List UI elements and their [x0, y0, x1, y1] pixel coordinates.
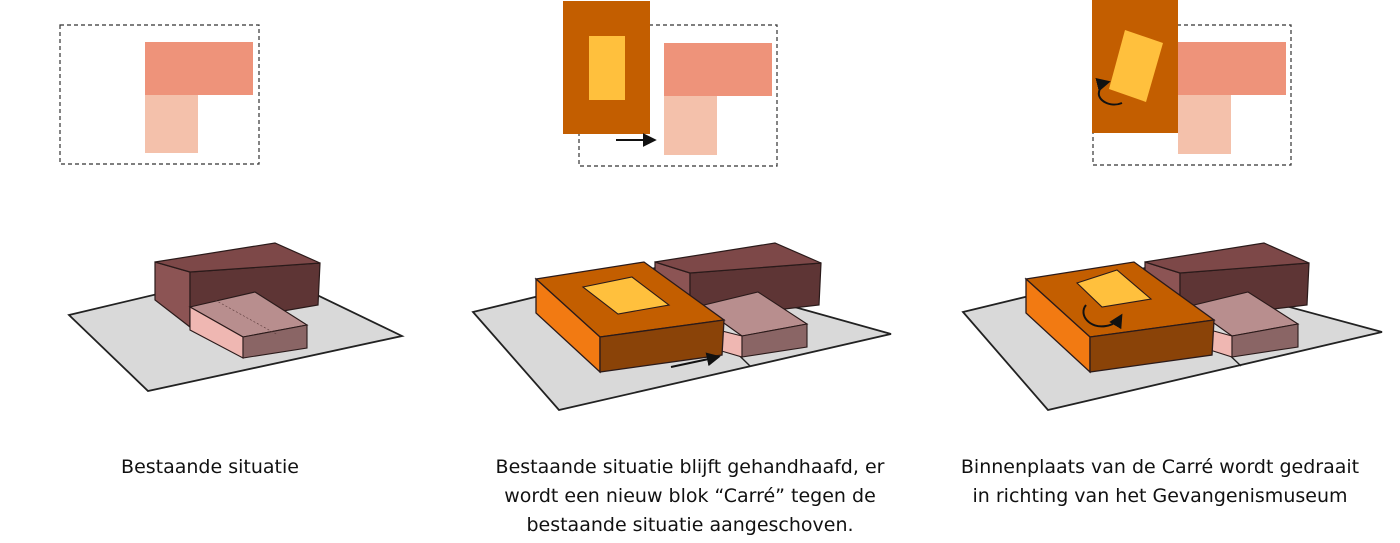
- courtyard-opening: [581, 276, 671, 315]
- courtyard-opening: [1075, 269, 1153, 308]
- courtyard-plan: [1109, 30, 1163, 102]
- existing-main-block-top: [1144, 242, 1310, 274]
- existing-main-block-top: [654, 242, 822, 274]
- caption-line: in richting van het Gevangenismuseum: [972, 485, 1348, 507]
- caption-line: Bestaande situatie blijft gehandhaafd, e…: [495, 456, 885, 478]
- model-existing: [67, 242, 405, 392]
- caption-existing: Bestaande situatie: [40, 453, 380, 482]
- rotate-arrow-icon: [1082, 304, 1123, 330]
- plan-new-block: [563, 1, 778, 167]
- plan-rotated: [1092, 0, 1292, 166]
- existing-wing-block-plan: [664, 96, 717, 155]
- carre-block-front: [599, 319, 725, 373]
- courtyard-plan: [589, 36, 625, 100]
- caption-rotated: Binnenplaats van de Carré wordt gedraait…: [940, 453, 1380, 511]
- plan-boundary: [59, 24, 260, 165]
- existing-wing-block-front: [1231, 323, 1299, 358]
- carre-block-front: [1089, 319, 1215, 373]
- existing-wing-block-front: [741, 323, 808, 358]
- existing-main-block-plan: [664, 43, 772, 96]
- caption-line: Bestaande situatie: [121, 456, 299, 478]
- model-new-block: [471, 242, 892, 411]
- caption-line: Binnenplaats van de Carré wordt gedraait: [960, 456, 1360, 478]
- model-rotated: [961, 242, 1383, 411]
- existing-main-block-plan: [1178, 42, 1286, 95]
- rotate-arrow-icon: [1095, 77, 1123, 106]
- plan-existing: [59, 24, 260, 165]
- caption-line: wordt een nieuw blok “Carré” tegen de: [504, 485, 876, 507]
- existing-wing-block-front: [242, 324, 308, 359]
- caption-line: bestaande situatie aangeschoven.: [526, 514, 854, 536]
- plan-boundary: [578, 24, 778, 167]
- existing-wing-block-plan: [145, 95, 198, 153]
- caption-new-block: Bestaande situatie blijft gehandhaafd, e…: [465, 453, 915, 540]
- wing-ridge-line: [214, 299, 279, 336]
- existing-main-block-plan: [145, 42, 253, 95]
- existing-main-block-top: [154, 242, 321, 273]
- right-arrow-icon: [670, 352, 721, 368]
- existing-wing-block-plan: [1178, 95, 1231, 154]
